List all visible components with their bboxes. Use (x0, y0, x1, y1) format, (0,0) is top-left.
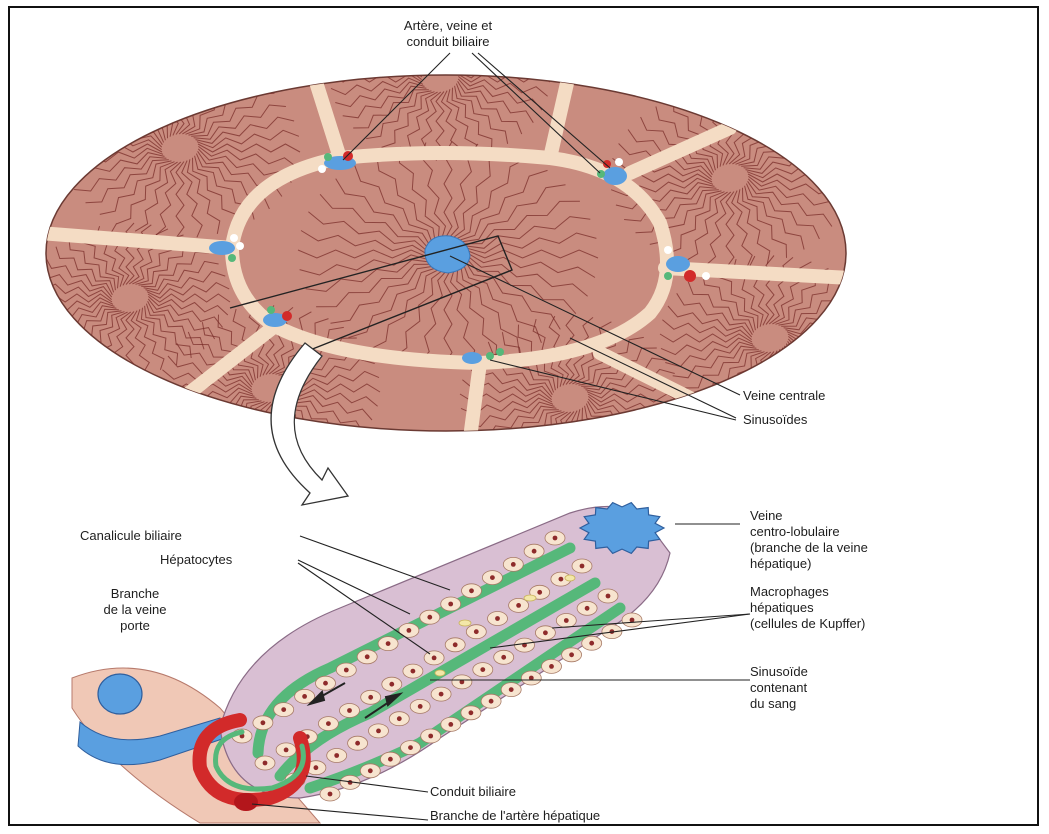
label-macrophages-1: Macrophages (750, 584, 829, 599)
hepatocyte-nucleus (469, 588, 474, 593)
hepatocyte-nucleus (284, 748, 289, 753)
hepatic-cord (788, 336, 877, 356)
hepatocyte-nucleus (328, 792, 333, 797)
hepatocyte-nucleus (495, 616, 500, 621)
hepatocyte-nucleus (564, 618, 569, 623)
hepatic-cord (338, 46, 422, 77)
hepatocyte-nucleus (314, 765, 319, 770)
hepatic-cord (788, 341, 864, 382)
lobule-detail (72, 503, 670, 823)
hepatocyte-nucleus (559, 577, 564, 582)
hepatocyte-nucleus (355, 741, 360, 746)
label-macrophages-2: hépatiques (750, 600, 814, 615)
hepatocyte-nucleus (407, 628, 412, 633)
hepatocyte-nucleus (511, 562, 516, 567)
hepatic-cord (772, 351, 791, 420)
hepatocyte-nucleus (501, 655, 506, 660)
label-sinusoid-2: contenant (750, 680, 807, 695)
hepatocyte-nucleus (389, 682, 394, 687)
hepatocyte-nucleus (326, 721, 331, 726)
hepatocyte-nucleus (411, 669, 416, 674)
hepatocyte-nucleus (261, 720, 266, 725)
hepatocyte-nucleus (439, 692, 444, 697)
hepatic-cord (777, 349, 807, 417)
hepatocyte-nucleus (376, 729, 381, 734)
hepatocyte-nucleus (480, 667, 485, 672)
hepatocyte-nucleus (408, 745, 413, 750)
label-sinusoids: Sinusoïdes (743, 412, 808, 427)
liver-cross-section (30, 8, 880, 505)
diagram-frame: Artère, veine et conduit biliaire Veine … (8, 6, 1039, 826)
hepatocyte-nucleus (397, 716, 402, 721)
hepatocyte-nucleus (368, 768, 373, 773)
hepatocyte-nucleus (589, 641, 594, 646)
label-centrolobular-3: (branche de la veine (750, 540, 868, 555)
hepatocyte-nucleus (516, 603, 521, 608)
hepatocyte-nucleus (453, 642, 458, 647)
label-hepatic-artery: Branche de l'artère hépatique (430, 808, 600, 823)
hepatocyte-nucleus (569, 652, 574, 657)
hepatocyte-nucleus (432, 656, 437, 661)
hepatocyte-nucleus (427, 615, 432, 620)
label-sinusoid-3: du sang (750, 696, 796, 711)
hepatocyte-nucleus (580, 564, 585, 569)
label-centrolobular-2: centro-lobulaire (750, 524, 840, 539)
hepatocyte-nucleus (344, 668, 349, 673)
label-portal-vein-1: Branche (111, 586, 159, 601)
hepatocyte-nucleus (606, 594, 611, 599)
hepatocyte-nucleus (543, 630, 548, 635)
hepatocyte-nucleus (388, 757, 393, 762)
hepatocyte-nucleus (509, 687, 514, 692)
label-bile-canaliculus: Canalicule biliaire (80, 528, 182, 543)
hepatocyte-nucleus (418, 704, 423, 709)
hepatic-cord (786, 344, 851, 395)
hepatocyte-nucleus (428, 734, 433, 739)
hepatic-cord (788, 339, 872, 370)
hepatocyte-nucleus (365, 654, 370, 659)
hepatocyte-nucleus (469, 710, 474, 715)
label-portal-vein-2: de la veine (104, 602, 167, 617)
hepatocyte-nucleus (537, 590, 542, 595)
hepatic-cord (456, 49, 545, 73)
hepatocyte-nucleus (281, 707, 286, 712)
label-centrolobular-4: hépatique) (750, 556, 811, 571)
hepatocyte-nucleus (474, 629, 479, 634)
hepatocyte-nucleus (347, 708, 352, 713)
label-portal-triad-2: conduit biliaire (406, 34, 489, 49)
hepatocyte-nucleus (532, 549, 537, 554)
hepatocyte-nucleus (334, 753, 339, 758)
label-sinusoid-1: Sinusoïde (750, 664, 808, 679)
hepatocyte-nucleus (490, 575, 495, 580)
hepatocyte-nucleus (553, 536, 558, 541)
hepatocyte-nucleus (368, 695, 373, 700)
hepatocyte-nucleus (302, 694, 307, 699)
liver-lobule-illustration: Artère, veine et conduit biliaire Veine … (10, 8, 1037, 824)
hepatocyte-nucleus (448, 602, 453, 607)
hepatocyte-nucleus (549, 664, 554, 669)
hepatocyte-nucleus (585, 606, 590, 611)
label-bile-duct: Conduit biliaire (430, 784, 516, 799)
label-portal-vein-3: porte (120, 618, 150, 633)
hepatocyte-nucleus (448, 722, 453, 727)
label-macrophages-3: (cellules de Kupffer) (750, 616, 865, 631)
label-central-vein: Veine centrale (743, 388, 825, 403)
label-portal-triad-1: Artère, veine et (404, 18, 493, 33)
hepatocyte-nucleus (263, 761, 268, 766)
hepatocyte-nucleus (386, 641, 391, 646)
hepatocyte-nucleus (489, 699, 494, 704)
artery-cross-section (234, 793, 258, 811)
portal-vein-branch (98, 674, 142, 714)
label-centrolobular-1: Veine (750, 508, 783, 523)
label-hepatocytes: Hépatocytes (160, 552, 233, 567)
hepatic-cord (766, 352, 774, 421)
hepatocyte-nucleus (323, 681, 328, 686)
